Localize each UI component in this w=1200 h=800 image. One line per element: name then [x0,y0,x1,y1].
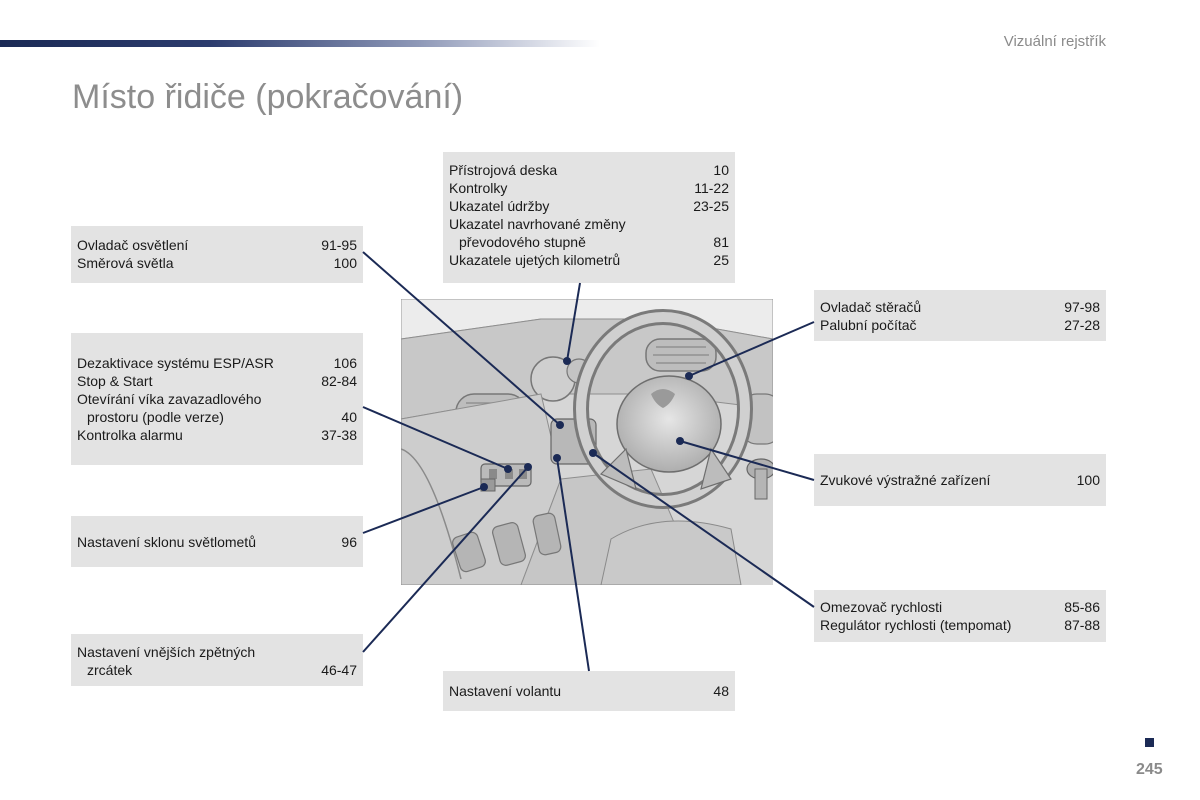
index-page[interactable]: 100 [1076,472,1100,488]
page-marker-square [1145,738,1154,747]
index-row: Nastavení volantu 48 [449,682,729,700]
index-label: Ovladač osvětlení [77,237,189,253]
index-row: Kontrolka alarmu 37-38 [77,426,357,444]
index-row: Ovladač stěračů 97-98 [820,298,1100,316]
index-label: Ukazatele ujetých kilometrů [449,252,621,268]
index-label: Nastavení vnějších zpětných [77,644,256,660]
index-page[interactable]: 81 [713,234,729,250]
page-number: 245 [1136,761,1163,778]
index-label: Kontrolka alarmu [77,427,183,443]
index-label: Stop & Start [77,373,153,389]
header-accent-bar [0,40,600,47]
index-page[interactable]: 82-84 [321,373,357,389]
index-row: Ukazatel údržby 23-25 [449,197,729,215]
index-row: Zvukové výstražné zařízení 100 [820,471,1100,489]
horn-box: Zvukové výstražné zařízení 100 [814,454,1106,506]
index-row: Ukazatele ujetých kilometrů 25 [449,251,729,269]
index-row: Regulátor rychlosti (tempomat) 87-88 [820,616,1100,634]
page-title: Místo řidiče (pokračování) [72,78,464,116]
index-label: Nastavení volantu [449,683,562,699]
index-row: prostoru (podle verze) 40 [77,408,357,426]
index-page[interactable]: 97-98 [1064,299,1100,315]
index-page[interactable]: 10 [713,162,729,178]
index-label: Ovladač stěračů [820,299,922,315]
index-page[interactable]: 96 [341,534,357,550]
steering-box: Nastavení volantu 48 [443,671,735,711]
index-page[interactable]: 37-38 [321,427,357,443]
index-label: Ukazatel navrhované změny [449,216,626,232]
index-page[interactable]: 11-22 [694,180,729,196]
index-row: Dezaktivace systému ESP/ASR 106 [77,354,357,372]
index-row: Směrová světla 100 [77,254,357,272]
index-row: Stop & Start 82-84 [77,372,357,390]
index-label: Otevírání víka zavazadlového [77,391,262,407]
index-page[interactable]: 91-95 [321,237,357,253]
index-label: Dezaktivace systému ESP/ASR [77,355,274,371]
index-page[interactable]: 106 [333,355,357,371]
index-row: Nastavení sklonu světlometů 96 [77,533,357,551]
index-label: Zvukové výstražné zařízení [820,472,991,488]
headlamp-box: Nastavení sklonu světlometů 96 [71,516,363,567]
esp-box: Dezaktivace systému ESP/ASR 106 Stop & St… [71,333,363,465]
index-label-continued: prostoru (podle verze) [87,409,224,425]
speed-box: Omezovač rychlosti 85-86 Regulátor rychlo… [814,590,1106,642]
index-row: Omezovač rychlosti 85-86 [820,598,1100,616]
index-row: Palubní počítač 27-28 [820,316,1100,334]
index-page[interactable]: 48 [713,683,729,699]
wipers-box: Ovladač stěračů 97-98 Palubní počítač 27-2… [814,290,1106,341]
index-label-continued: převodového stupně [459,234,586,250]
index-page[interactable]: 100 [333,255,357,271]
index-label: Nastavení sklonu světlometů [77,534,256,550]
index-row: Ovladač osvětlení 91-95 [77,236,357,254]
index-page[interactable]: 46-47 [321,662,357,678]
lighting-box: Ovladač osvětlení 91-95 Směrová světla 100 [71,226,363,283]
index-label: Směrová světla [77,255,174,271]
dashboard-box: Přístrojová deska 10 Kontrolky 11-22 Ukaza… [443,152,735,283]
index-row: zrcátek 46-47 [77,661,357,679]
cockpit-drawing [401,299,773,585]
index-label: Omezovač rychlosti [820,599,943,615]
section-label: Vizuální rejstřík [1003,33,1106,50]
index-page[interactable]: 25 [713,252,729,268]
index-page[interactable]: 87-88 [1064,617,1100,633]
index-label: Přístrojová deska [449,162,558,178]
index-row: Přístrojová deska 10 [449,161,729,179]
index-row: Kontrolky 11-22 [449,179,729,197]
index-label: Regulátor rychlosti (tempomat) [820,617,1012,633]
index-label: Palubní počítač [820,317,917,333]
index-page[interactable]: 85-86 [1064,599,1100,615]
index-label: Kontrolky [449,180,508,196]
index-page[interactable]: 40 [341,409,357,425]
brand-logo-icon [651,389,675,408]
index-label: Ukazatel údržby [449,198,550,214]
mirrors-box: Nastavení vnějších zpětných zrcátek 46-47 [71,634,363,686]
dashboard-illustration [401,299,773,585]
index-row: převodového stupně 81 [449,233,729,251]
index-page[interactable]: 27-28 [1064,317,1100,333]
index-label-continued: zrcátek [87,662,133,678]
index-page[interactable]: 23-25 [693,198,729,214]
